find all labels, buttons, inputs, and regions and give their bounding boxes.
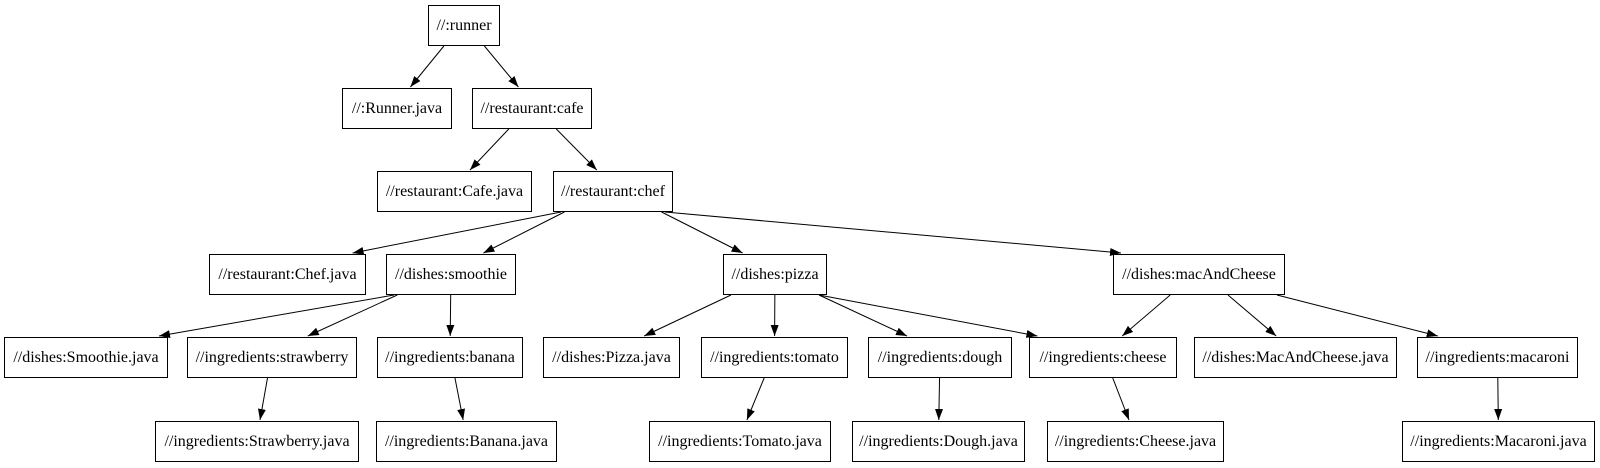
edge-pizza-to-pizza_java [643,294,732,337]
graph-node-label: //ingredients:cheese [1039,348,1167,366]
edge-smoothie-to-smoothie_java [158,294,395,339]
graph-node-tomato_java: //ingredients:Tomato.java [649,421,831,462]
graph-node-banana: //ingredients:banana [377,337,523,378]
edge-dough-to-dough_java [934,377,943,421]
edge-runner-to-runner_java [410,45,445,88]
edge-mac-to-cheese [1121,294,1171,337]
graph-node-cheese: //ingredients:cheese [1029,337,1177,378]
edge-banana-to-banana_java [454,377,466,421]
edge-tomato-to-tomato_java [746,377,765,421]
edge-pizza-to-cheese [818,294,1038,338]
graph-node-label: //dishes:MacAndCheese.java [1202,348,1389,366]
edge-smoothie-to-strawberry [307,294,398,337]
graph-node-label: //restaurant:cafe [480,99,584,117]
graph-node-label: //ingredients:banana [385,348,515,366]
graph-node-label: //dishes:pizza [731,265,819,283]
graph-node-label: //restaurant:Chef.java [218,265,357,283]
graph-node-label: //dishes:Pizza.java [552,348,671,366]
edge-pizza-to-dough [818,294,908,337]
graph-node-label: //:runner [436,16,492,34]
edge-mac-to-macaroni [1276,294,1438,338]
graph-node-label: //dishes:Smoothie.java [13,348,159,366]
graph-node-macaroni: //ingredients:macaroni [1417,337,1578,378]
edge-mac-to-mac_java [1227,294,1277,337]
graph-node-label: //:Runner.java [351,99,443,117]
graph-node-label: //dishes:smoothie [395,265,507,283]
graph-node-cheese_java: //ingredients:Cheese.java [1047,421,1224,462]
edge-chef-to-smoothie [483,211,565,254]
graph-node-chef_java: //restaurant:Chef.java [209,254,366,295]
graph-node-label: //ingredients:Tomato.java [658,432,822,450]
edge-smoothie-to-banana [446,294,455,337]
graph-node-chef: //restaurant:chef [553,171,673,212]
edge-cafe-to-chef [555,128,598,171]
graph-node-cafe: //restaurant:cafe [472,88,592,129]
graph-node-label: //ingredients:tomato [710,348,839,366]
graph-node-smoothie: //dishes:smoothie [386,254,516,295]
graph-node-tomato: //ingredients:tomato [701,337,848,378]
edge-chef-to-mac [664,211,1122,256]
graph-node-runner_java: //:Runner.java [342,88,452,129]
graph-node-macaroni_java: //ingredients:Macaroni.java [1402,421,1595,462]
graph-node-label: //ingredients:strawberry [195,348,349,366]
edge-chef-to-chef_java [352,211,562,255]
graph-node-smoothie_java: //dishes:Smoothie.java [4,337,168,378]
edge-runner-to-cafe [484,45,519,88]
graph-node-strawberry_java: //ingredients:Strawberry.java [155,421,359,462]
edge-macaroni-to-macaroni_java [1494,377,1503,421]
graph-node-cafe_java: //restaurant:Cafe.java [377,171,532,212]
graph-node-dough_java: //ingredients:Dough.java [852,421,1025,462]
graph-node-strawberry: //ingredients:strawberry [187,337,357,378]
edge-cheese-to-cheese_java [1112,377,1130,421]
graph-node-label: //restaurant:chef [561,182,665,200]
graph-node-label: //restaurant:Cafe.java [385,182,524,200]
graph-node-dough: //ingredients:dough [868,337,1012,378]
graph-node-pizza: //dishes:pizza [723,254,827,295]
graph-node-label: //ingredients:Cheese.java [1054,432,1217,450]
graph-node-runner: //:runner [428,5,500,46]
edge-chef-to-pizza [661,211,743,254]
graph-node-label: //ingredients:Strawberry.java [164,432,350,450]
edge-cafe-to-cafe_java [469,128,510,171]
graph-node-label: //dishes:macAndCheese [1122,265,1276,283]
graph-node-pizza_java: //dishes:Pizza.java [543,337,680,378]
graph-node-mac_java: //dishes:MacAndCheese.java [1194,337,1397,378]
graph-node-mac: //dishes:macAndCheese [1113,254,1285,295]
edge-strawberry-to-strawberry_java [257,377,268,421]
graph-node-banana_java: //ingredients:Banana.java [376,421,557,462]
graph-node-label: //ingredients:dough [877,348,1003,366]
graph-node-label: //ingredients:Macaroni.java [1410,432,1587,450]
graph-node-label: //ingredients:Dough.java [859,432,1018,450]
graph-node-label: //ingredients:macaroni [1425,348,1570,366]
graph-node-label: //ingredients:Banana.java [384,432,549,450]
